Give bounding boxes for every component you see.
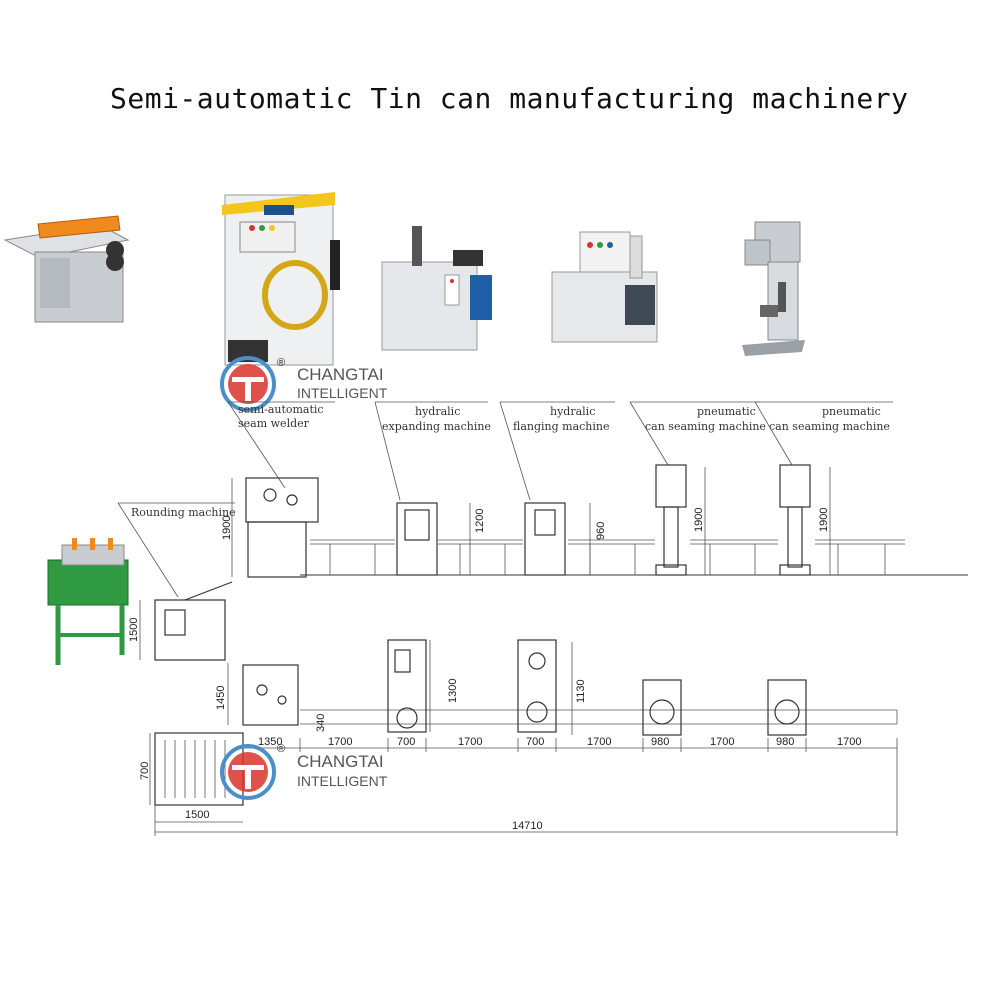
dim-total-length: 14710 [512,820,543,832]
dim-row-9: 1700 [837,736,861,748]
can-seamer-photo [742,221,805,356]
label-seam1-2: can seaming machine [645,420,766,433]
dim-feed: 340 [315,714,327,732]
plan-view: 1450 340 1300 1130 1350 1700 700 1 [139,639,898,836]
dim-row-7: 1700 [710,736,734,748]
label-welder-1: semi-automatic [238,403,324,416]
dim-depth: 700 [139,762,151,780]
elevation-view: 1900 1200 960 1900 1900 [221,464,968,578]
brand-sub-2: INTELLIGENT [297,773,388,789]
label-welder-2: seam welder [238,417,310,430]
brand-sub: INTELLIGENT [297,385,388,401]
dim-expand-plan: 1300 [447,679,459,703]
dim-seam1-height: 1900 [693,508,705,532]
label-flange-1: hydralic [550,405,595,418]
dim-welder-plan: 1450 [215,686,227,710]
brand-name: CHANGTAI [297,365,384,384]
dim-row-4: 700 [526,736,544,748]
brand-logo-top: ® CHANGTAI INTELLIGENT [220,356,388,412]
page-title: Semi-automatic Tin can manufacturing mac… [110,82,909,115]
dim-seam2-height: 1900 [818,508,830,532]
dim-row-2: 700 [397,736,415,748]
dim-row-0: 1350 [258,736,282,748]
brand-registered-mark-2: ® [277,743,285,755]
flanging-machine-photo [551,231,658,343]
dim-rounding-height: 1500 [128,618,140,642]
label-flange-2: flanging machine [513,420,610,433]
dim-row-6: 980 [651,736,669,748]
shearing-machine-photo [3,215,130,323]
label-expand-2: expanding machine [382,420,491,433]
dim-flange-height: 960 [595,522,607,540]
dim-table-width: 1500 [185,809,209,821]
dim-row-3: 1700 [458,736,482,748]
dim-row-8: 980 [776,736,794,748]
label-expand-1: hydralic [415,405,460,418]
dim-row-1: 1700 [328,736,352,748]
seam-welder-photo [222,192,340,366]
dim-flange-plan: 1130 [575,679,587,703]
brand-ring-icon [220,356,276,412]
brand-name-2: CHANGTAI [297,752,384,771]
dim-welder-height: 1900 [221,516,233,540]
dim-row-5: 1700 [587,736,611,748]
label-seam1-1: pneumatic [697,405,756,418]
label-seam2-1: pneumatic [822,405,881,418]
rounding-machine-photo [47,538,129,665]
label-rounding: Rounding machine [131,506,236,519]
dim-expand-height: 1200 [474,509,486,533]
brand-ring-icon-2 [220,744,276,800]
label-seam2-2: can seaming machine [769,420,890,433]
brand-logo-bottom: ® CHANGTAI INTELLIGENT [220,743,388,800]
brand-registered-mark: ® [277,357,285,369]
rounding-machine-drawing: 1500 [128,581,233,661]
expanding-machine-photo [381,226,492,351]
